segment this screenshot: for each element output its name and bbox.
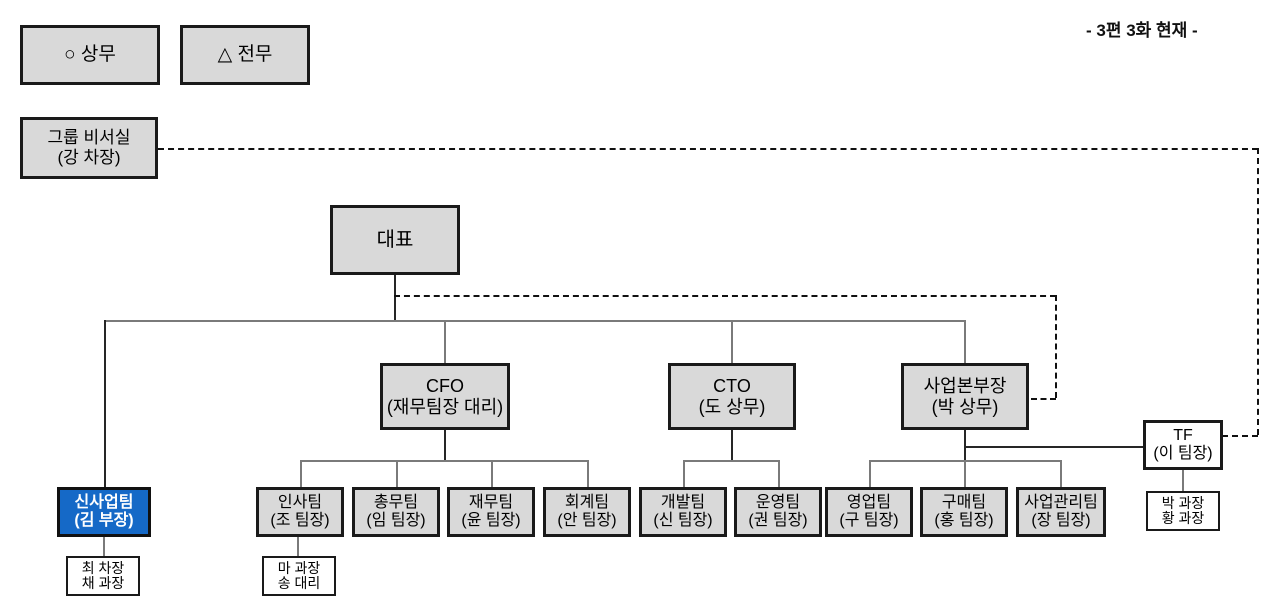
- team-sales[interactable]: 영업팀 (구 팀장): [825, 487, 913, 537]
- team-sales-leader: (구 팀장): [839, 512, 899, 529]
- node-ceo[interactable]: 대표: [330, 205, 460, 275]
- node-cto[interactable]: CTO (도 상무): [668, 363, 796, 430]
- node-new-business-team[interactable]: 신사업팀 (김 부장): [57, 487, 151, 537]
- connector-cfo-to-accounting: [587, 460, 589, 487]
- connector-bus-to-bizhead: [964, 320, 966, 363]
- member-tf-1: 박 과장: [1161, 495, 1205, 512]
- legend-jeonmu-label: △ 전무: [217, 44, 273, 66]
- connector-tf-to-members: [1182, 470, 1184, 491]
- dotted-link-secretary-to-tf: [1222, 435, 1258, 437]
- team-biz-management-leader: (장 팀장): [1031, 512, 1091, 529]
- node-biz-head-person: (박 상무): [931, 396, 999, 417]
- team-purchasing-title: 구매팀: [941, 493, 987, 511]
- team-general-affairs-leader: (임 팀장): [366, 512, 426, 529]
- legend-sangmu: ○ 상무: [20, 25, 160, 85]
- legend-sangmu-label: ○ 상무: [64, 44, 116, 66]
- node-group-secretary-person: (강 차장): [57, 148, 121, 167]
- team-operations-leader: (권 팀장): [748, 512, 808, 529]
- team-accounting-leader: (안 팀장): [557, 512, 617, 529]
- connector-biz-to-management: [1060, 460, 1062, 487]
- connector-ceo-stem: [394, 275, 396, 321]
- node-tf-title: TF: [1173, 426, 1193, 444]
- connector-general-affairs-to-members: [297, 537, 299, 556]
- connector-cto-stem: [731, 430, 733, 460]
- connector-cto-to-development: [683, 460, 685, 487]
- connector-cfo-to-general-affairs: [396, 460, 398, 487]
- team-finance-leader: (윤 팀장): [461, 512, 521, 529]
- node-tf-leader: (이 팀장): [1153, 445, 1213, 462]
- team-purchasing-leader: (홍 팀장): [934, 512, 994, 529]
- dotted-link-ceo-bizhead-join: [1031, 398, 1056, 400]
- node-cto-person: (도 상무): [698, 396, 766, 417]
- node-new-business-team-person: (김 부장): [74, 512, 134, 529]
- connector-ceo-bus: [104, 320, 966, 322]
- dotted-link-ceo-bizhead-horizontal: [394, 295, 1056, 297]
- connector-cto-bus: [683, 460, 779, 462]
- episode-annotation: - 3편 3화 현재 -: [1086, 21, 1198, 40]
- member-general-2: 송 대리: [277, 575, 321, 591]
- connector-cfo-to-finance: [491, 460, 493, 487]
- connector-bus-to-cfo: [444, 320, 446, 363]
- node-cfo-title: CFO: [426, 375, 464, 396]
- team-accounting-title: 회계팀: [564, 493, 610, 511]
- team-finance-title: 재무팀: [468, 493, 514, 511]
- team-operations-title: 운영팀: [755, 493, 801, 511]
- team-general-affairs-title: 총무팀: [373, 493, 419, 511]
- node-new-business-team-title: 신사업팀: [74, 493, 134, 511]
- team-general-affairs[interactable]: 총무팀 (임 팀장): [352, 487, 440, 537]
- node-biz-head[interactable]: 사업본부장 (박 상무): [901, 363, 1029, 430]
- connector-cfo-stem: [444, 430, 446, 460]
- dotted-link-secretary-vertical: [1257, 148, 1259, 435]
- member-newbiz-1: 최 차장: [81, 560, 125, 577]
- node-cfo-person: (재무팀장 대리): [386, 396, 504, 417]
- team-finance[interactable]: 재무팀 (윤 팀장): [447, 487, 535, 537]
- team-purchasing[interactable]: 구매팀 (홍 팀장): [920, 487, 1008, 537]
- members-tf: 박 과장 황 과장: [1146, 491, 1220, 531]
- team-hr-leader: (조 팀장): [270, 512, 330, 529]
- node-group-secretary-title: 그룹 비서실: [47, 128, 131, 148]
- team-development-leader: (신 팀장): [653, 512, 713, 529]
- node-cfo[interactable]: CFO (재무팀장 대리): [380, 363, 510, 430]
- node-ceo-title: 대표: [376, 228, 414, 251]
- member-tf-2: 황 과장: [1161, 510, 1205, 526]
- connector-biz-head-to-tf: [964, 446, 1144, 448]
- team-hr[interactable]: 인사팀 (조 팀장): [256, 487, 344, 537]
- node-group-secretary[interactable]: 그룹 비서실 (강 차장): [20, 117, 158, 179]
- connector-cfo-bus: [300, 460, 588, 462]
- dotted-link-secretary-horizontal: [158, 148, 1258, 150]
- team-biz-management[interactable]: 사업관리팀 (장 팀장): [1016, 487, 1106, 537]
- node-tf[interactable]: TF (이 팀장): [1143, 420, 1223, 470]
- node-biz-head-title: 사업본부장: [923, 375, 1007, 396]
- connector-biz-to-purchasing: [964, 460, 966, 487]
- team-development-title: 개발팀: [660, 493, 706, 511]
- team-operations[interactable]: 운영팀 (권 팀장): [734, 487, 822, 537]
- member-newbiz-2: 채 과장: [81, 575, 125, 591]
- team-accounting[interactable]: 회계팀 (안 팀장): [543, 487, 631, 537]
- team-biz-management-title: 사업관리팀: [1024, 493, 1098, 511]
- connector-biz-head-stem: [964, 430, 966, 460]
- connector-bus-to-newbiz: [104, 320, 106, 487]
- connector-cto-to-operations: [778, 460, 780, 487]
- team-sales-title: 영업팀: [846, 493, 892, 511]
- dotted-link-ceo-bizhead-vertical: [1055, 295, 1057, 398]
- connector-cfo-to-hr: [300, 460, 302, 487]
- legend-jeonmu: △ 전무: [180, 25, 310, 85]
- connector-bus-to-cto: [731, 320, 733, 363]
- connector-newbiz-to-members: [103, 537, 105, 556]
- team-development[interactable]: 개발팀 (신 팀장): [639, 487, 727, 537]
- members-new-business-team: 최 차장 채 과장: [66, 556, 140, 596]
- connector-biz-to-sales: [869, 460, 871, 487]
- member-general-1: 마 과장: [277, 560, 321, 577]
- members-general-affairs: 마 과장 송 대리: [262, 556, 336, 596]
- team-hr-title: 인사팀: [277, 493, 323, 511]
- node-cto-title: CTO: [713, 375, 751, 396]
